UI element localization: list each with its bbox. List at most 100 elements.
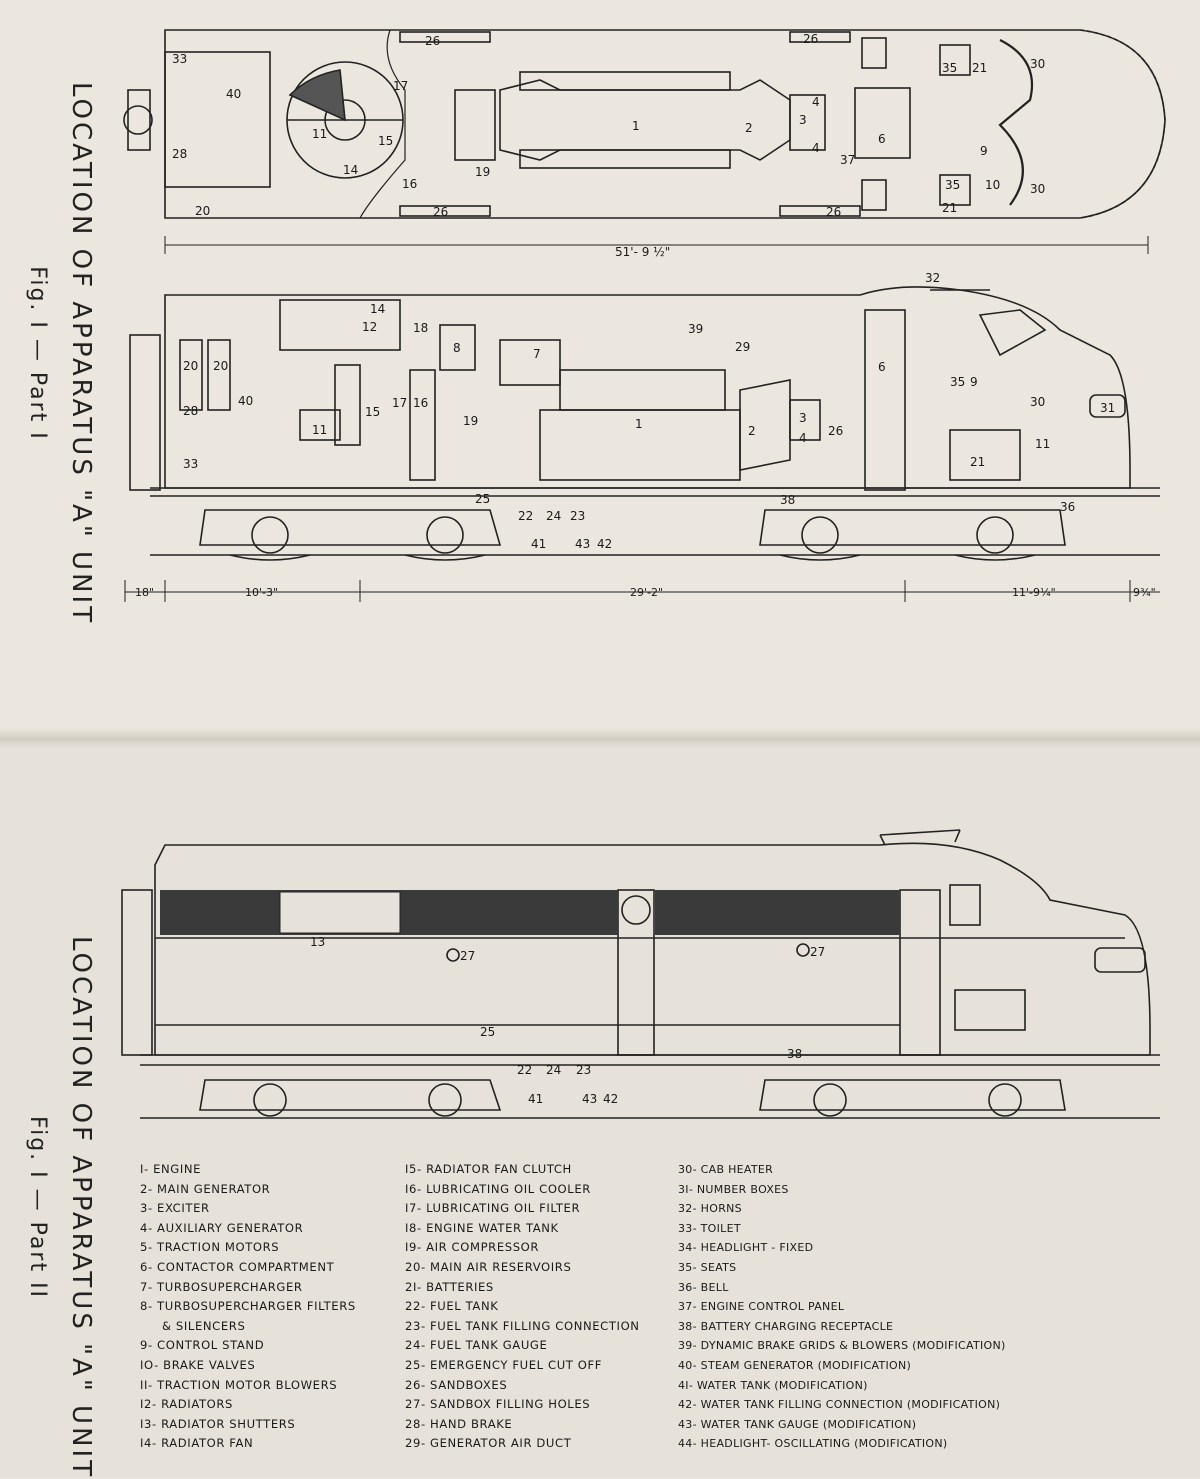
side1-label: 32 — [925, 271, 940, 285]
side2-label: 13 — [310, 935, 325, 949]
plan-overall-length: 51'- 9 ½" — [615, 245, 670, 259]
legend-item: 28- HAND BRAKE — [405, 1416, 513, 1431]
plan-label: 30 — [1030, 57, 1045, 71]
legend-item: 8- TURBOSUPERCHARGER FILTERS — [140, 1299, 356, 1314]
legend-item: 24- FUEL TANK GAUGE — [405, 1338, 548, 1353]
plan-label: 17 — [393, 79, 408, 93]
legend-item: 29- GENERATOR AIR DUCT — [405, 1436, 572, 1451]
plan-label: 20 — [195, 204, 210, 218]
dimension-label: 18" — [135, 586, 154, 599]
side1-label: 35 — [950, 375, 965, 389]
legend-item: 37- ENGINE CONTROL PANEL — [678, 1300, 845, 1314]
plan-label: 26 — [826, 205, 841, 219]
side2-label: 23 — [576, 1063, 591, 1077]
legend-item: 22- FUEL TANK — [405, 1299, 499, 1314]
legend-item: & SILENCERS — [162, 1318, 246, 1333]
legend-item: 38- BATTERY CHARGING RECEPTACLE — [678, 1319, 894, 1333]
legend-item: 20- MAIN AIR RESERVOIRS — [405, 1259, 572, 1274]
plan-label: 26 — [803, 32, 818, 46]
side1-label: 19 — [463, 414, 478, 428]
plan-label: 10 — [985, 178, 1000, 192]
plan-label: 35 — [942, 61, 957, 75]
side1-label: 12 — [362, 320, 377, 334]
legend-item: 27- SANDBOX FILLING HOLES — [405, 1397, 591, 1412]
legend-item: 30- CAB HEATER — [678, 1163, 774, 1176]
legend-item: 23- FUEL TANK FILLING CONNECTION — [405, 1318, 640, 1333]
dimension-label: 9¾" — [1133, 586, 1156, 599]
legend-item: 25- EMERGENCY FUEL CUT OFF — [405, 1357, 603, 1372]
legend-item: 4I- WATER TANK (MODIFICATION) — [678, 1378, 868, 1392]
side1-label: 28 — [183, 404, 198, 418]
legend-item: 33- TOILET — [678, 1221, 741, 1235]
plan-label: 14 — [343, 163, 358, 177]
plan-label: 3 — [799, 113, 807, 127]
plan-label: 19 — [475, 165, 490, 179]
legend-column-3: 30- CAB HEATER 3I- NUMBER BOXES 32- HORN… — [678, 1160, 1006, 1454]
side1-label: 3 — [799, 411, 807, 425]
side1-label: 14 — [370, 302, 385, 316]
side2-label: 27 — [810, 945, 825, 959]
side1-label: 6 — [878, 360, 886, 374]
legend-item: I5- RADIATOR FAN CLUTCH — [405, 1162, 572, 1176]
legend-item: I6- LUBRICATING OIL COOLER — [405, 1181, 591, 1196]
legend-item: 3- EXCITER — [140, 1201, 210, 1216]
plan-label: 37 — [840, 153, 855, 167]
plan-label: 2 — [745, 121, 753, 135]
side1-label: 42 — [597, 537, 612, 551]
side2-label: 27 — [460, 949, 475, 963]
side1-label: 18 — [413, 321, 428, 335]
plan-view-drawing: 33 40 28 20 26 26 26 26 17 15 11 14 16 1… — [123, 29, 1166, 259]
legend-item: 6- CONTACTOR COMPARTMENT — [140, 1259, 335, 1274]
side1-label: 21 — [970, 455, 985, 469]
page-part-1 — [0, 0, 1200, 738]
legend-item: I2- RADIATORS — [140, 1397, 233, 1412]
legend-item: II- TRACTION MOTOR BLOWERS — [140, 1377, 338, 1392]
side1-label: 41 — [531, 537, 546, 551]
plan-label: 9 — [980, 144, 988, 158]
legend-item: 26- SANDBOXES — [405, 1377, 508, 1392]
side1-label: 17 — [392, 396, 407, 410]
side2-label: 41 — [528, 1092, 543, 1106]
side1-label: 16 — [413, 396, 428, 410]
legend-item: 43- WATER TANK GAUGE (MODIFICATION) — [678, 1417, 917, 1431]
side1-label: 36 — [1060, 500, 1075, 514]
side1-label: 33 — [183, 457, 198, 471]
plan-label: 1 — [632, 119, 640, 133]
legend-item: 35- SEATS — [678, 1260, 737, 1274]
side1-label: 30 — [1030, 395, 1045, 409]
plan-label: 15 — [378, 134, 393, 148]
legend-column-2: I5- RADIATOR FAN CLUTCH I6- LUBRICATING … — [405, 1160, 640, 1454]
side1-label: 38 — [780, 493, 795, 507]
side1-label: 26 — [828, 424, 843, 438]
legend-item: 40- STEAM GENERATOR (MODIFICATION) — [678, 1358, 912, 1372]
legend-item: 2I- BATTERIES — [405, 1279, 494, 1294]
legend-item: IO- BRAKE VALVES — [140, 1357, 256, 1372]
side1-label: 20 — [213, 359, 228, 373]
side1-label: 1 — [635, 417, 643, 431]
side1-label: 23 — [570, 509, 585, 523]
legend-column-1: I- ENGINE 2- MAIN GENERATOR 3- EXCITER 4… — [140, 1160, 356, 1454]
legend-item: 5- TRACTION MOTORS — [140, 1240, 280, 1255]
plan-label: 21 — [942, 201, 957, 215]
side1-label: 4 — [799, 431, 807, 445]
side2-label: 25 — [480, 1025, 495, 1039]
legend-item: 3I- NUMBER BOXES — [678, 1182, 789, 1196]
side2-label: 24 — [546, 1063, 561, 1077]
plan-label: 30 — [1030, 182, 1045, 196]
side1-label: 2 — [748, 424, 756, 438]
legend-item: 32- HORNS — [678, 1202, 742, 1216]
side1-label: 22 — [518, 509, 533, 523]
side1-label: 29 — [735, 340, 750, 354]
legend-item: 44- HEADLIGHT- OSCILLATING (MODIFICATION… — [678, 1437, 948, 1451]
side1-label: 24 — [546, 509, 561, 523]
legend-item: 42- WATER TANK FILLING CONNECTION (MODIF… — [678, 1398, 1001, 1412]
legend-item: I- ENGINE — [140, 1162, 202, 1176]
plan-label: 35 — [945, 178, 960, 192]
plan-label: 4 — [812, 141, 820, 155]
plan-label: 28 — [172, 147, 187, 161]
legend-item: I8- ENGINE WATER TANK — [405, 1220, 559, 1235]
legend-item: I4- RADIATOR FAN — [140, 1436, 254, 1451]
side1-label: 40 — [238, 394, 253, 408]
dimension-label: 10'-3" — [245, 586, 278, 599]
plan-label: 11 — [312, 127, 327, 141]
